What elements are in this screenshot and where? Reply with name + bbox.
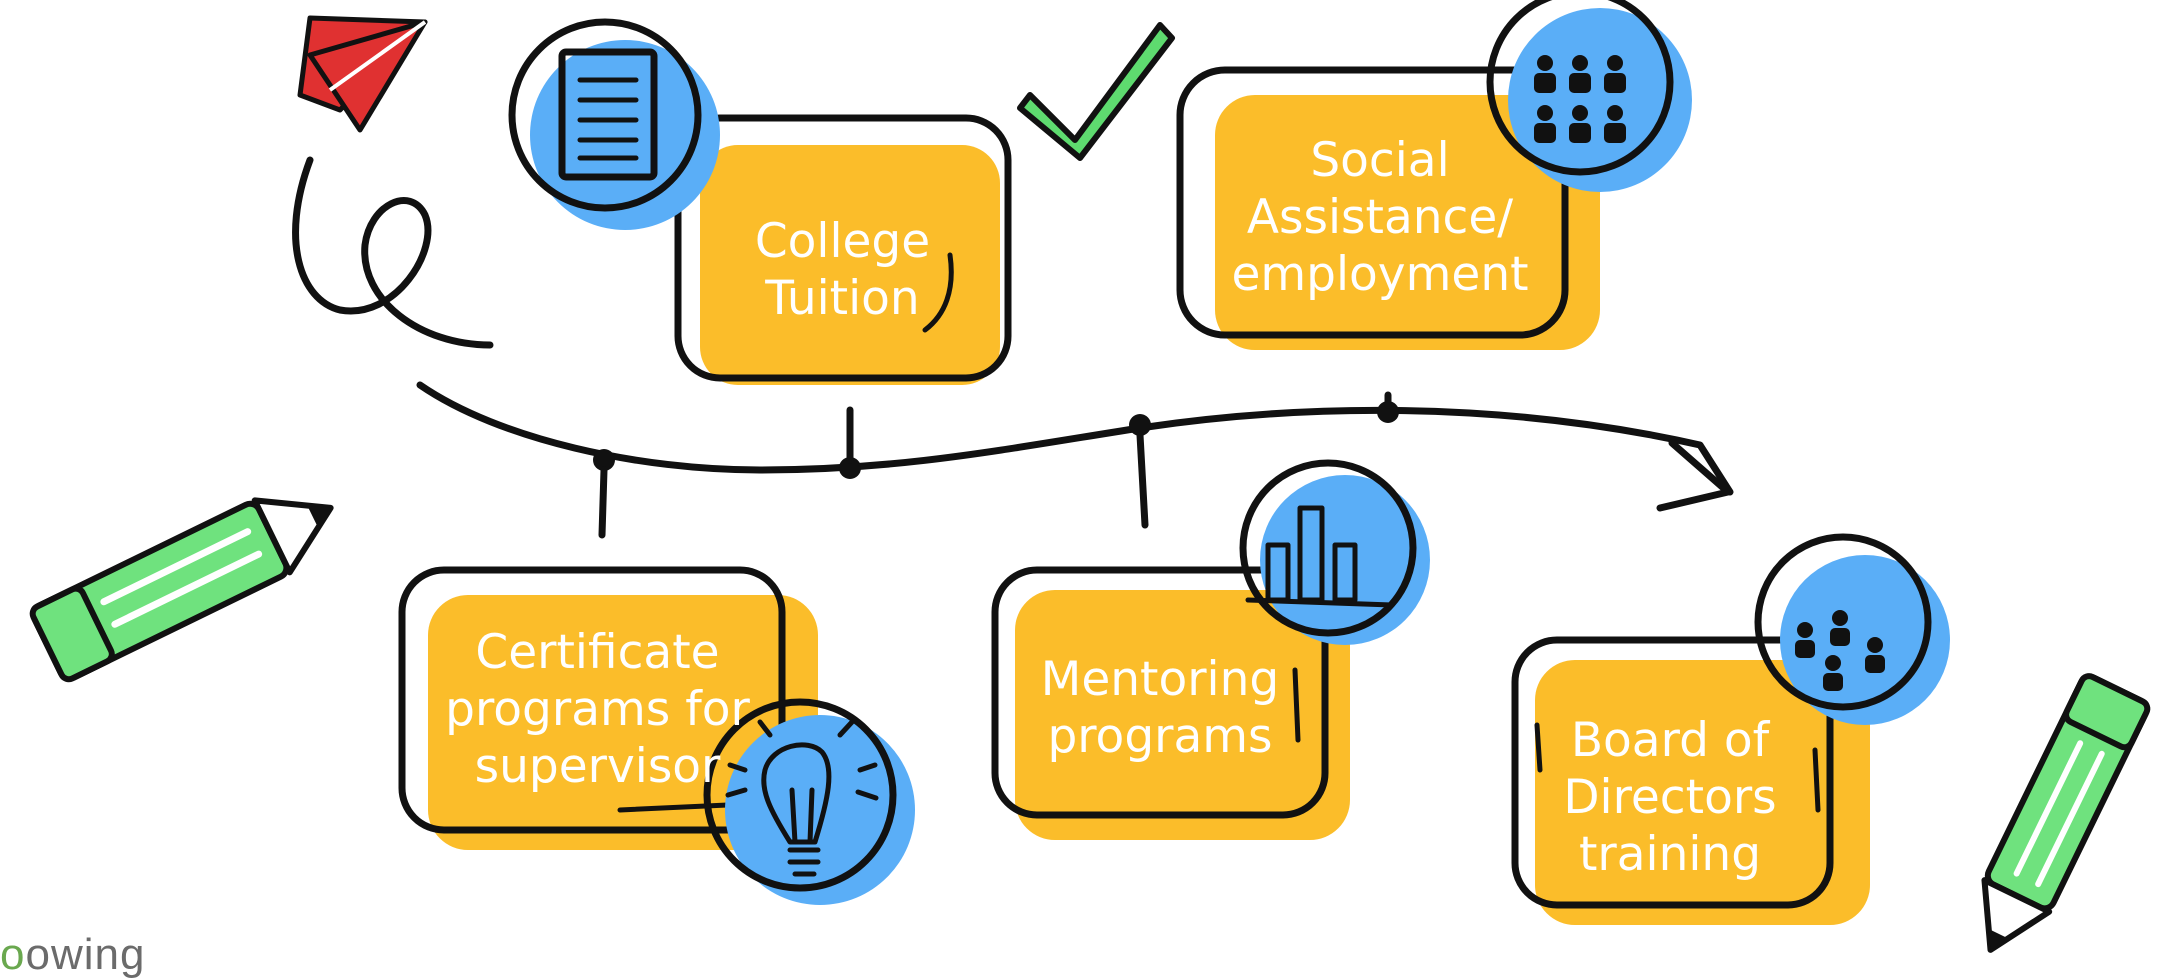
label-mentoring-programs: Mentoring programs (1040, 651, 1280, 764)
people-group-icon (1486, 0, 1692, 192)
lightbulb-icon (703, 698, 915, 905)
box-mentoring (991, 566, 1350, 840)
box-board (1511, 636, 1870, 925)
pencil-icon (1981, 673, 2151, 953)
paper-plane-icon (297, 15, 428, 133)
scribble-loop (292, 156, 494, 349)
box-social-assistance (1176, 66, 1600, 350)
label-social-assistance: Social Assistance/ employment (1231, 133, 1529, 302)
team-icon (1754, 533, 1950, 725)
timeline-arrow (416, 381, 1734, 539)
label-certificate-programs: Certificate programs for supervisor (445, 625, 750, 794)
brand-logo: oowing (0, 930, 146, 979)
box-college-tuition (674, 114, 1012, 385)
label-college-tuition: College Tuition (754, 214, 931, 326)
checkmark-icon (1017, 22, 1175, 161)
document-icon (508, 18, 720, 230)
label-board-training: Board of Directors training (1563, 713, 1777, 882)
bar-chart-icon (1239, 459, 1430, 645)
pencil-icon (29, 497, 334, 683)
